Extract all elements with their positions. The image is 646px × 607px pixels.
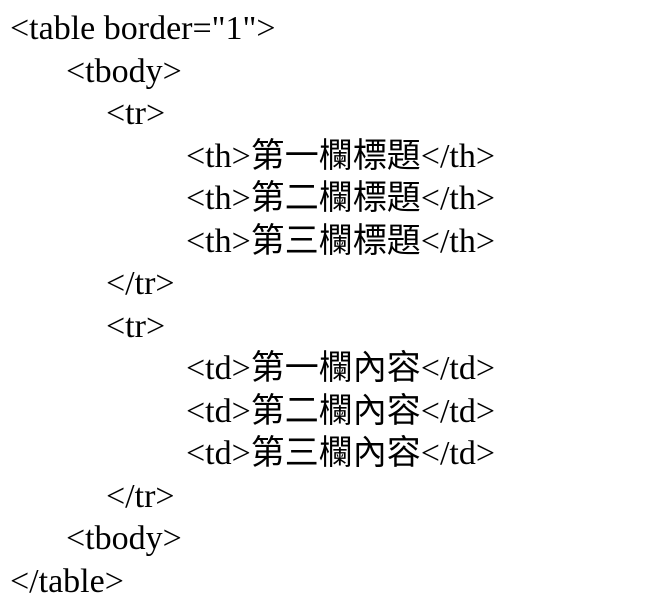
code-line: <table border="1"> [10,10,276,47]
code-line: <tbody> [66,520,182,557]
code-line: <td>第三欄內容</td> [186,435,496,472]
code-line: </tr> [106,265,175,302]
code-line: <tr> [106,95,166,132]
code-line: <th>第二欄標題</th> [186,180,496,217]
code-line: <th>第三欄標題</th> [186,222,496,260]
code-line: </tr> [106,477,175,515]
code-line: <tbody> [66,52,182,90]
code-line: <td>第二欄內容</td> [186,392,496,430]
code-line: <tr> [106,307,166,345]
code-line: <td>第一欄內容</td> [186,350,496,387]
code-line: </table> [10,562,124,600]
code-line: <th>第一欄標題</th> [186,137,496,175]
